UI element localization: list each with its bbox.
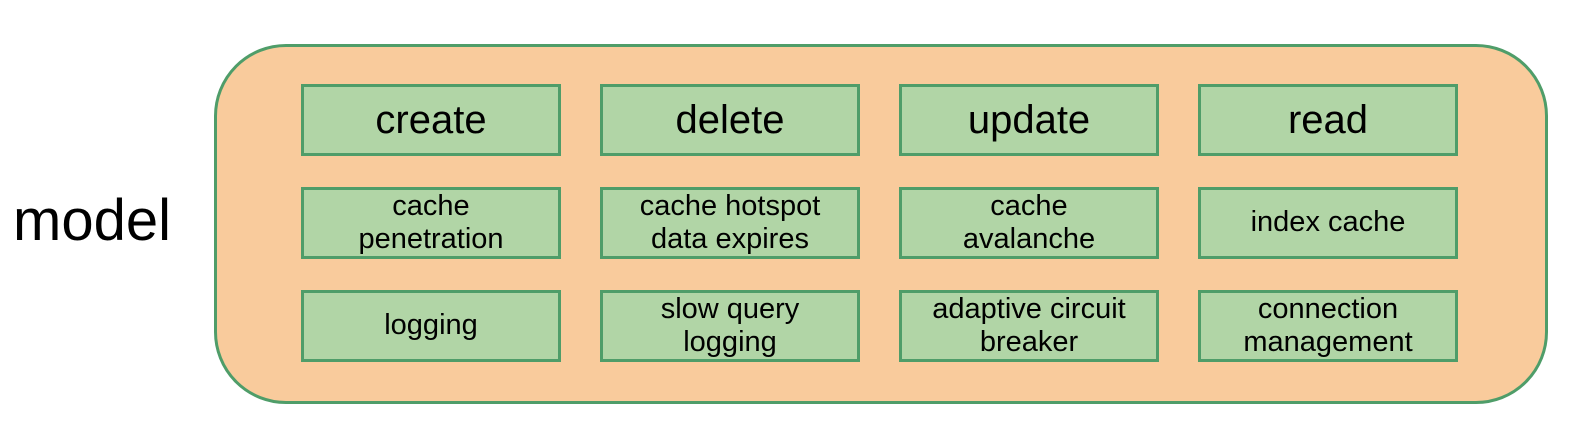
- box-connection-management: connection management: [1198, 290, 1458, 362]
- box-read: read: [1198, 84, 1458, 156]
- model-label: model: [13, 188, 171, 253]
- model-container: create delete update read cache penetrat…: [214, 44, 1548, 404]
- box-logging: logging: [301, 290, 561, 362]
- box-cache-hotspot-data-expires: cache hotspot data expires: [600, 187, 860, 259]
- box-slow-query-logging: slow query logging: [600, 290, 860, 362]
- box-adaptive-circuit-breaker: adaptive circuit breaker: [899, 290, 1159, 362]
- box-create: create: [301, 84, 561, 156]
- box-update: update: [899, 84, 1159, 156]
- box-index-cache: index cache: [1198, 187, 1458, 259]
- box-cache-penetration: cache penetration: [301, 187, 561, 259]
- box-delete: delete: [600, 84, 860, 156]
- box-cache-avalanche: cache avalanche: [899, 187, 1159, 259]
